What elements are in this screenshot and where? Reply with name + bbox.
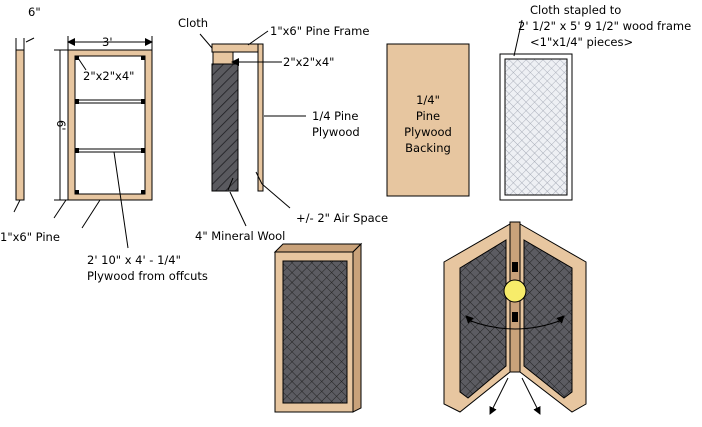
plywood-offcuts-line2: Plywood from offcuts <box>87 269 208 283</box>
stapled-line2: 2' 1/2" x 5' 9 1/2" wood frame <box>518 19 691 33</box>
front-width-label: 3' <box>102 35 112 49</box>
stapled-line1: Cloth stapled to <box>530 3 621 17</box>
pine-plywood-line2: Plywood <box>312 125 360 139</box>
height-label: 6' <box>54 120 68 130</box>
pine-plywood-line1: 1/4 Pine <box>312 109 358 123</box>
cloth-label: Cloth <box>178 16 208 30</box>
cross-section: Cloth 1"x6" Pine Frame 2"x2"x4" 1/4 Pine… <box>178 16 388 243</box>
side-pine-label: 1"x6" Pine <box>0 230 60 244</box>
front-frame: 3' 6' 2"x2"x4" 1"x6" Pine 2' 10" x <box>0 35 208 283</box>
backing-line4: Backing <box>405 141 451 155</box>
cloth-frame: Cloth stapled to 2' 1/2" x 5' 9 1/2" woo… <box>499 3 691 201</box>
side-board: 6" <box>15 5 41 201</box>
side-width-label: 6" <box>28 5 41 19</box>
backing-line3: Plywood <box>404 125 452 139</box>
plywood-offcuts-line1: 2' 10" x 4' - 1/4" <box>87 253 181 267</box>
section-spacer-label: 2"x2"x4" <box>283 55 334 69</box>
corner-trap <box>443 221 587 415</box>
air-space-label: +/- 2" Air Space <box>296 211 388 225</box>
assembled-panel <box>273 242 363 413</box>
pine-frame-label: 1"x6" Pine Frame <box>270 24 369 38</box>
mineral-wool-label: 4" Mineral Wool <box>195 229 285 243</box>
backing-panel: 1/4" Pine Plywood Backing <box>386 43 470 197</box>
stapled-line3: <1"x1/4" pieces> <box>530 35 633 49</box>
backing-line1: 1/4" <box>416 93 440 107</box>
backing-line2: Pine <box>416 109 440 123</box>
spacer-label: 2"x2"x4" <box>83 69 134 83</box>
